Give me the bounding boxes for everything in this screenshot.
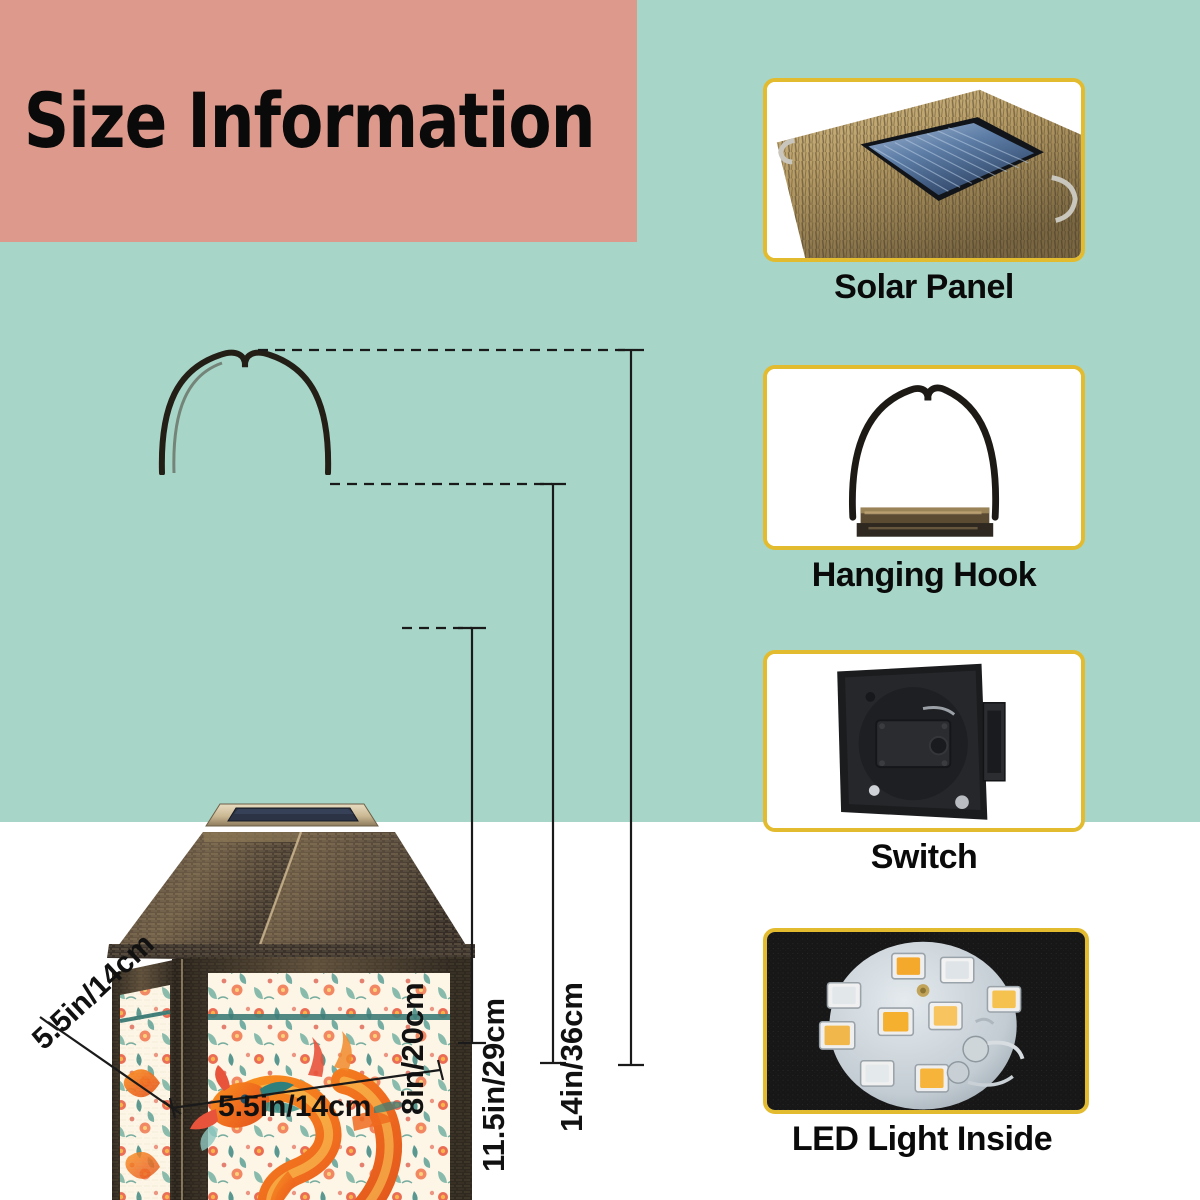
feature-card-hanging-hook[interactable] xyxy=(763,365,1085,550)
feature-card-led-light[interactable] xyxy=(763,928,1089,1114)
feature-label-solar-panel: Solar Panel xyxy=(834,268,1014,306)
feature-label-switch: Switch xyxy=(870,838,978,876)
dimension-label-total-height: 14in/36cm xyxy=(554,982,589,1132)
solar-panel-photo xyxy=(767,82,1081,258)
feature-card-switch[interactable] xyxy=(763,650,1085,832)
feature-label-led-light: LED Light Inside xyxy=(791,1120,1053,1158)
feature-label-hanging-hook: Hanging Hook xyxy=(811,556,1037,594)
switch-photo xyxy=(767,654,1081,828)
dimension-label-base-width: 5.5in/14cm xyxy=(218,1090,372,1123)
page-title: Size Information xyxy=(23,76,596,165)
hanging-hook-photo xyxy=(767,369,1081,546)
feature-card-solar-panel[interactable] xyxy=(763,78,1085,262)
title-banner: Size Information xyxy=(0,0,637,242)
lantern-top-solar-panel xyxy=(205,803,379,827)
dimension-label-panel-height: 8in/20cm xyxy=(395,982,430,1115)
lantern-hook-wire xyxy=(158,349,332,475)
led-board-photo xyxy=(767,932,1085,1110)
dimension-label-body-height: 11.5in/29cm xyxy=(476,997,511,1172)
lantern-roof xyxy=(107,832,475,960)
